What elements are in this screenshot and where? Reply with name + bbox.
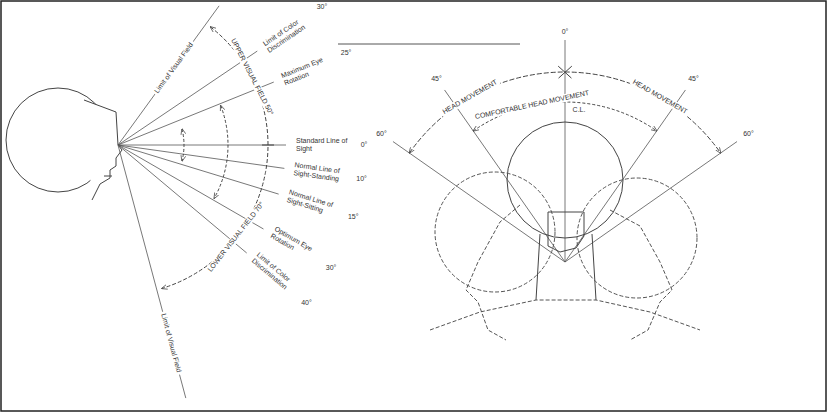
center-cross xyxy=(558,66,572,78)
sight-line xyxy=(118,51,257,145)
sight-line xyxy=(118,145,279,194)
angle-value: 15° xyxy=(348,213,359,221)
rule-line xyxy=(338,44,520,45)
end-label: Normal Line of Sight-Standing xyxy=(293,161,357,185)
angle-value: 30° xyxy=(317,3,328,11)
rotated-head-right xyxy=(577,178,697,298)
sight-line xyxy=(118,6,219,145)
movement-label: COMFORTABLE HEAD MOVEMENT xyxy=(472,89,591,122)
end-label: Standard Line of Sight xyxy=(296,137,358,153)
mouth-line xyxy=(104,176,112,177)
rotated-face-left xyxy=(466,205,520,340)
end-label: Limit of Color Discrimination xyxy=(250,251,308,303)
movement-label: HEAD MOVEMENT xyxy=(629,78,690,118)
sight-line xyxy=(118,82,274,145)
sight-line xyxy=(118,145,286,146)
end-label: Maximum Eye Rotation xyxy=(280,49,343,87)
zero-tick xyxy=(262,145,274,146)
angle-value: 60° xyxy=(743,130,754,138)
end-label: Optimum Eye Rotation xyxy=(269,225,331,270)
centerline-label: C.L. xyxy=(573,106,586,114)
rotated-face-right xyxy=(610,210,672,340)
eye-rotation-arc xyxy=(214,106,228,199)
head-angle-line xyxy=(565,142,737,262)
sight-line xyxy=(118,145,263,229)
neck-line xyxy=(536,234,596,300)
angle-value: 0° xyxy=(560,28,571,36)
sight-line xyxy=(118,145,284,168)
angle-value: 45° xyxy=(688,75,699,83)
angle-value: 25° xyxy=(341,49,352,57)
head-movement-arc xyxy=(409,72,720,153)
angle-value: 45° xyxy=(431,75,442,83)
eye-rotation-arc xyxy=(182,129,184,161)
angle-value: 0° xyxy=(361,141,368,149)
end-label: Limit of Color Discrimination xyxy=(262,6,322,54)
angle-value: 40° xyxy=(301,299,312,307)
angle-value: 60° xyxy=(376,130,387,138)
limit-label: Limit of Visual Field xyxy=(159,311,183,375)
end-label: Normal Line of Sight-Sitting xyxy=(286,188,350,221)
angle-value: 10° xyxy=(356,175,367,183)
comfortable-arc xyxy=(473,102,657,131)
sight-line xyxy=(118,145,186,398)
head-angle-line xyxy=(565,90,685,262)
face-profile xyxy=(84,100,122,200)
head-angle-line xyxy=(445,90,565,262)
shoulder-line xyxy=(430,300,700,330)
sight-line xyxy=(118,145,247,253)
angle-value: 30° xyxy=(326,264,337,272)
head-angle-line xyxy=(565,40,566,262)
limit-label: Limit of Visual Field xyxy=(152,40,196,97)
